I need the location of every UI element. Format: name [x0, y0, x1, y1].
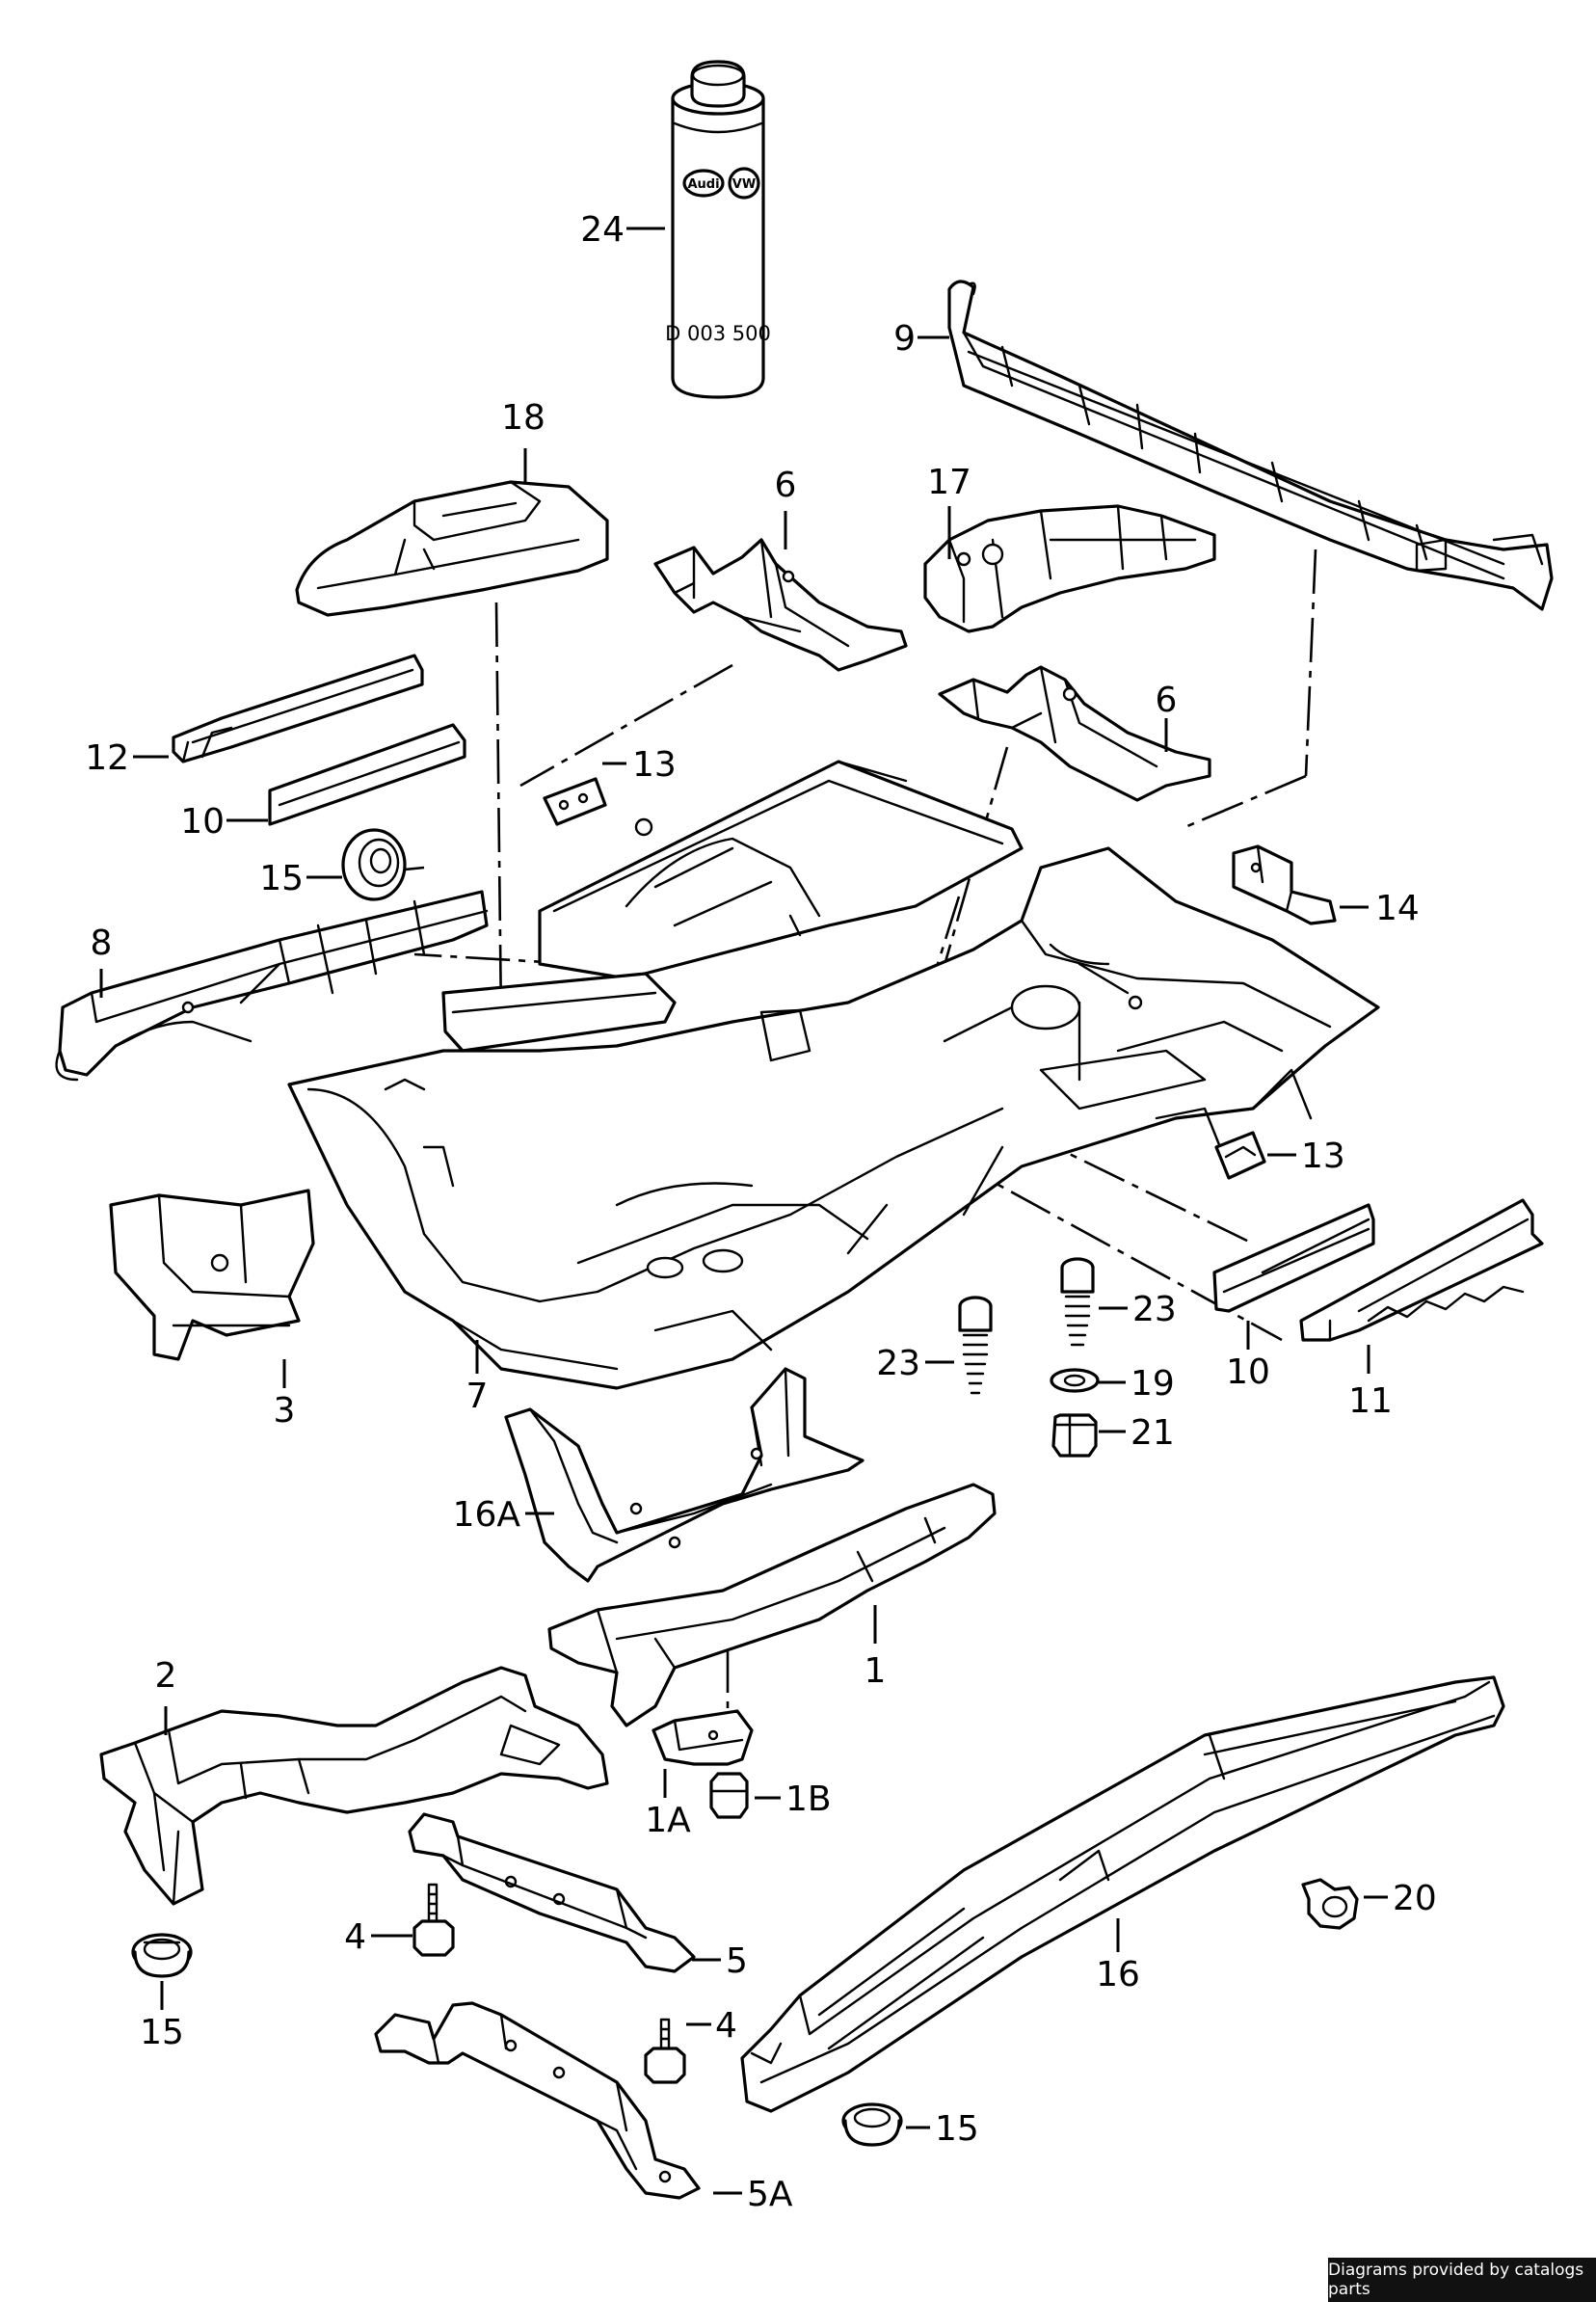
part-16A-side-member [504, 1367, 864, 1583]
part-13-lower-block [1214, 1131, 1266, 1180]
part-4-bolt-lower [644, 2018, 686, 2084]
part-1B-nut [709, 1772, 749, 1819]
part-6-mid-bracket [938, 665, 1211, 802]
callout-11: 11 [1348, 1381, 1393, 1421]
callout-23-left: 23 [876, 1344, 920, 1383]
callout-leaders [99, 227, 1388, 2195]
callout-7: 7 [466, 1377, 489, 1416]
callout-1A: 1A [645, 1801, 691, 1840]
can-part-code: D 003 500 [665, 322, 771, 345]
part-13-upper-block [543, 777, 607, 826]
callout-10-left: 10 [180, 802, 225, 842]
callout-15-upper: 15 [259, 859, 304, 898]
callout-1: 1 [864, 1651, 887, 1691]
callout-3: 3 [274, 1391, 296, 1431]
part-15-right-grommet [841, 2102, 903, 2147]
callout-19: 19 [1130, 1364, 1175, 1404]
callout-1B: 1B [785, 1780, 832, 1819]
callout-2: 2 [155, 1656, 177, 1696]
part-1-longitudinal-member [547, 1483, 997, 1727]
callout-18: 18 [501, 398, 545, 438]
callout-5: 5 [726, 1941, 748, 1981]
callout-12: 12 [85, 738, 129, 778]
callout-23-right: 23 [1132, 1290, 1177, 1329]
part-15-upper-grommet [341, 828, 407, 901]
part-floor-rear-section [538, 760, 1024, 980]
callout-9: 9 [893, 319, 916, 359]
part-floor-tunnel-section [441, 972, 677, 1053]
part-21-nut [1051, 1413, 1098, 1458]
part-18-tunnel-cover [295, 480, 609, 617]
part-6-upper-bracket [653, 538, 908, 672]
callout-5A: 5A [747, 2175, 793, 2214]
callout-24: 24 [580, 210, 625, 250]
callout-21: 21 [1130, 1413, 1175, 1453]
callout-15-left: 15 [140, 2013, 184, 2052]
callout-16A: 16A [453, 1495, 521, 1535]
part-7-floor-pan [287, 846, 1380, 1390]
part-3-wheelhouse-piece [109, 1189, 315, 1361]
part-9-rear-crossmember [947, 280, 1554, 611]
callout-17: 17 [927, 463, 971, 502]
callout-15-right: 15 [935, 2109, 979, 2149]
part-10-left-strip [268, 723, 466, 826]
callout-labels: 24 9 18 6 17 6 12 13 10 15 14 8 13 3 7 2… [85, 210, 1437, 2214]
part-15-left-grommet [131, 1933, 193, 1978]
part-5-cross-bracket [408, 1812, 696, 1973]
part-5A-cross-bracket [374, 2001, 701, 2200]
callout-4-upper: 4 [344, 1917, 366, 1957]
callout-6-upper: 6 [775, 466, 797, 505]
part-23-bolt-left [958, 1296, 993, 1395]
part-16-outer-sill [740, 1675, 1505, 2113]
part-24-undercoat-can: Audi VW D 003 500 [665, 60, 771, 399]
can-logo-vw: VW [732, 177, 756, 192]
part-11-outer-sill [1299, 1198, 1544, 1342]
part-2-front-member [99, 1666, 609, 1906]
part-4-bolt-upper [412, 1883, 455, 1957]
part-12-inner-sill [172, 654, 424, 763]
part-1A-mount [652, 1709, 754, 1766]
callout-13-upper: 13 [632, 745, 677, 785]
callout-4-lower: 4 [715, 2006, 737, 2046]
part-19-washer [1050, 1368, 1100, 1393]
credit-banner: Diagrams provided by catalogs parts [1328, 2258, 1596, 2302]
can-logo-audi: Audi [687, 177, 719, 192]
part-20-clip [1301, 1878, 1359, 1930]
callout-8: 8 [91, 923, 113, 963]
callout-20: 20 [1393, 1879, 1437, 1918]
part-17-rear-riser [923, 504, 1216, 633]
part-10-right-strip [1212, 1203, 1375, 1313]
callout-13-lower: 13 [1301, 1137, 1345, 1176]
part-14-small-bracket [1232, 844, 1337, 925]
callout-14: 14 [1375, 889, 1420, 928]
callout-16: 16 [1096, 1955, 1140, 1994]
part-23-bolt-right [1060, 1257, 1095, 1347]
callout-6-mid: 6 [1156, 681, 1178, 720]
callout-10-right: 10 [1226, 1352, 1270, 1392]
part-8-left-member [55, 890, 489, 1082]
